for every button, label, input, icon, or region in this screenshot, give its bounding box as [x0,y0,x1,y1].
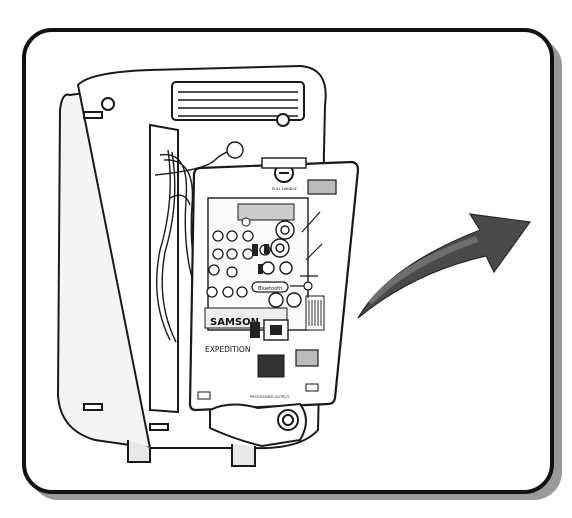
product-label: EXPEDITION [205,345,250,354]
lower-port [209,402,307,448]
processing-output-label: PROCESSING OUTPUT [250,395,290,399]
rotate-open-arrow-icon [357,213,532,319]
brand-label: SAMSON [210,317,259,328]
bluetooth-label: Bluetooth [258,286,282,292]
pull-handle-label: PULL HANDLE [272,187,298,191]
rear-control-panel: PULL HANDLE [188,157,360,412]
